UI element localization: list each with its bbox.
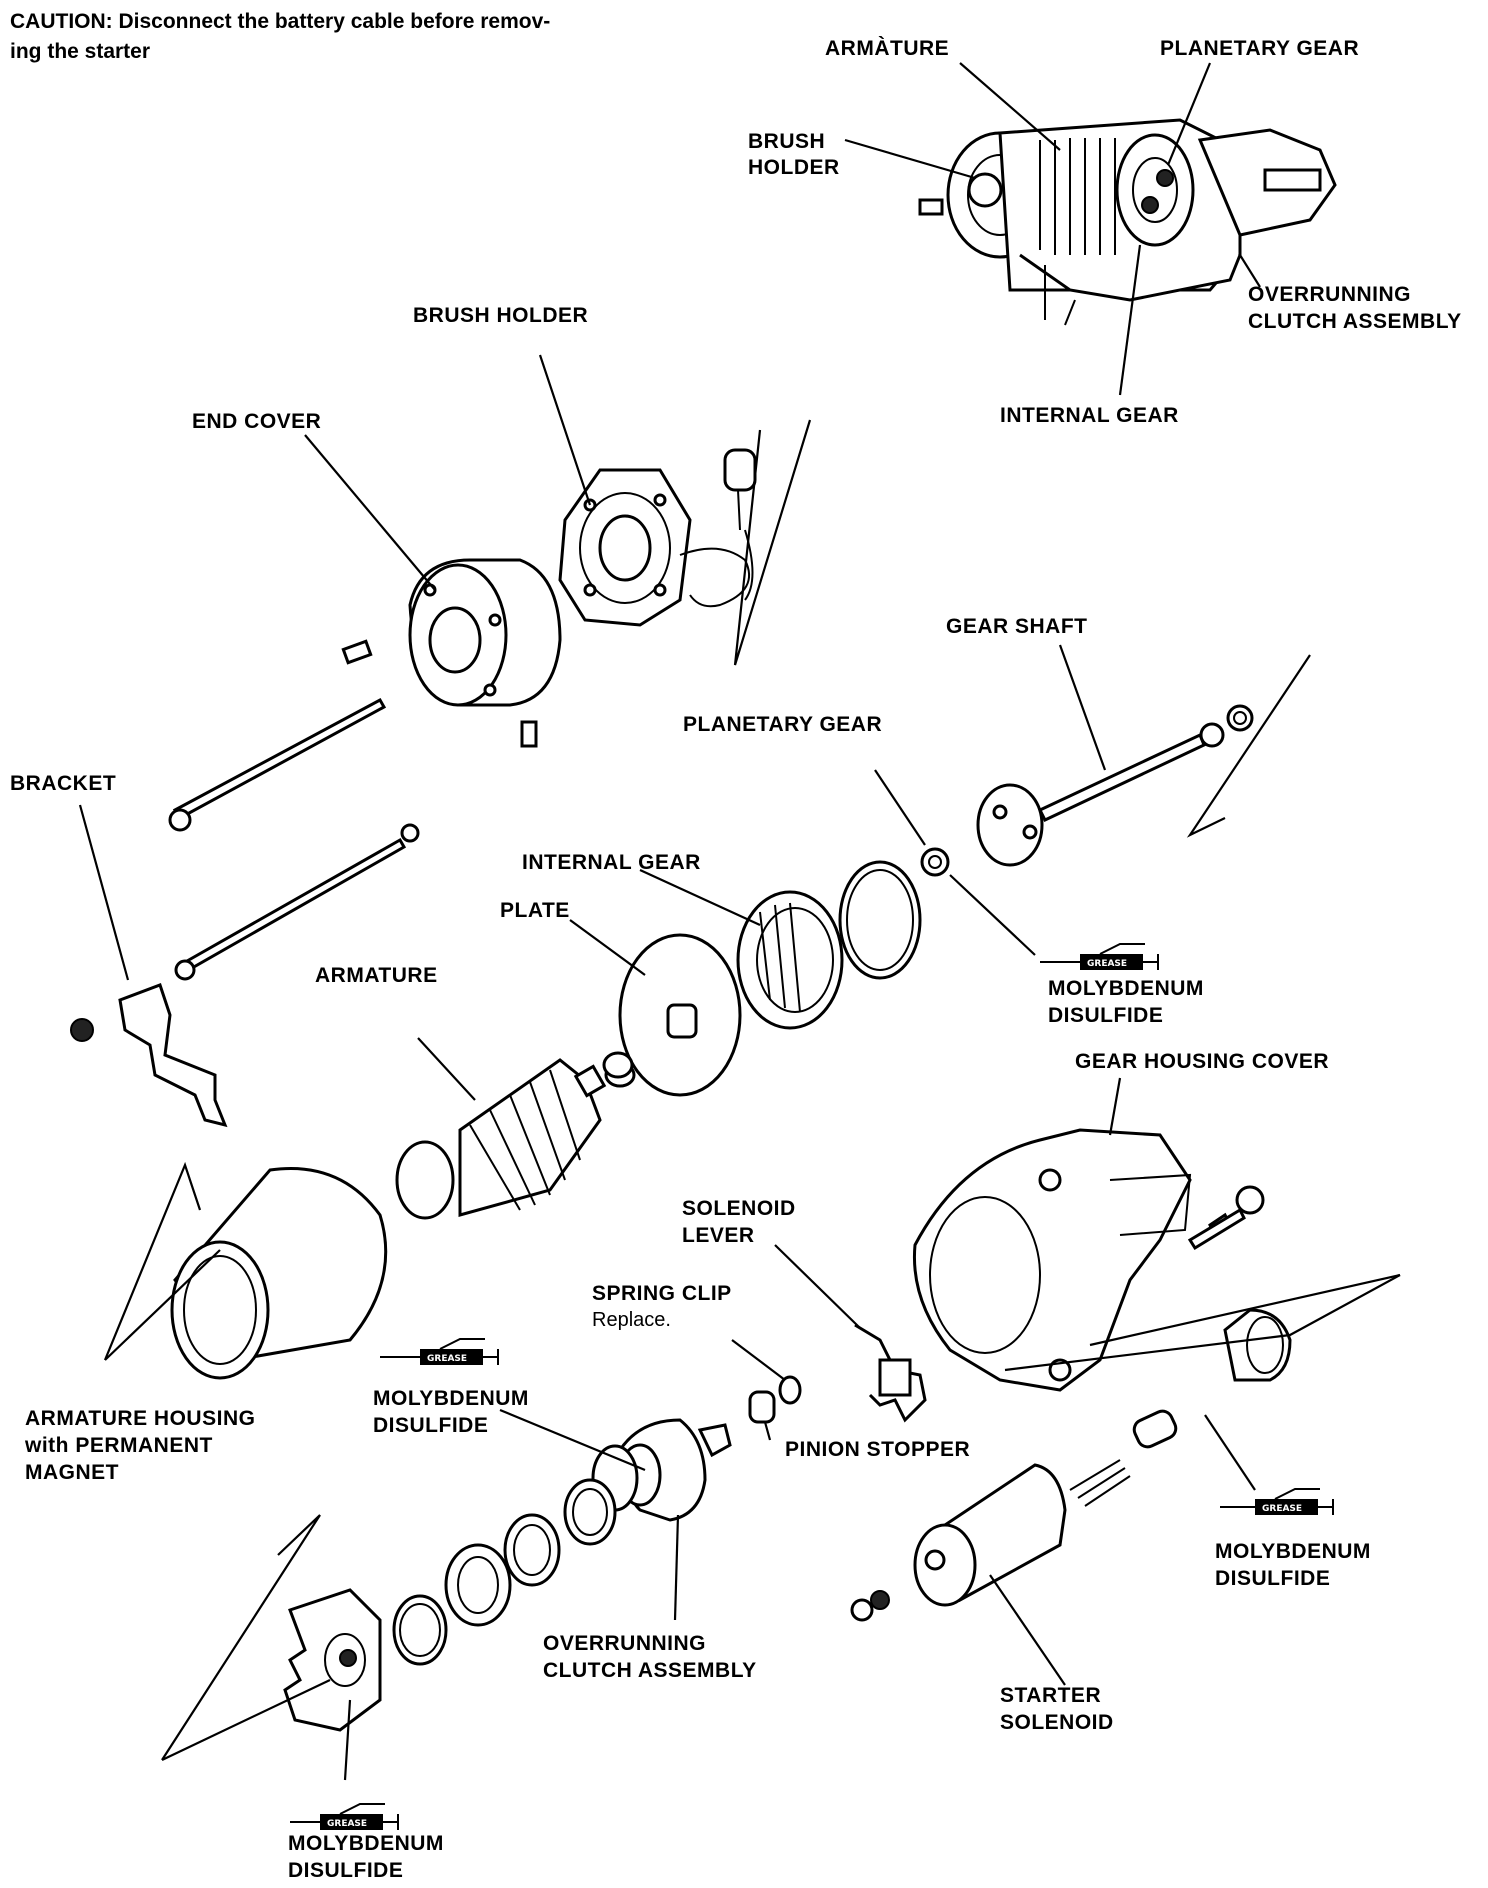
label-moly-3a: MOLYBDENUM bbox=[288, 1832, 444, 1855]
gear-shaft-part bbox=[976, 704, 1254, 867]
clutch-rings bbox=[392, 1478, 617, 1666]
label-armature-housing-2: with PERMANENT bbox=[24, 1434, 213, 1457]
label-starter-solenoid-2: SOLENOID bbox=[1000, 1711, 1114, 1734]
gear-housing-cover-part bbox=[912, 1128, 1265, 1392]
label-solenoid-lever-2: LEVER bbox=[682, 1224, 755, 1247]
label-spring-clip: SPRING CLIP bbox=[592, 1282, 732, 1305]
label-solenoid-lever-1: SOLENOID bbox=[682, 1197, 796, 1220]
label-brush-holder-top-1: BRUSH bbox=[748, 130, 825, 153]
label-end-cover: END COVER bbox=[192, 410, 321, 433]
label-overrunning-2: CLUTCH ASSEMBLY bbox=[543, 1659, 757, 1682]
gear-housing-part bbox=[283, 1588, 382, 1732]
grease-tube-text-4: GREASE bbox=[1262, 1504, 1302, 1514]
assembled-starter-drawing bbox=[918, 118, 1337, 326]
label-gear-shaft: GEAR SHAFT bbox=[946, 615, 1088, 638]
starter-solenoid-part bbox=[850, 1409, 1178, 1622]
label-internal-gear-top: INTERNAL GEAR bbox=[1000, 404, 1179, 427]
caution-line-2: ing the starter bbox=[10, 40, 150, 63]
label-armature-top: ARMÀTURE bbox=[825, 37, 949, 60]
end-cover-part bbox=[341, 558, 562, 748]
pinion-stopper-part bbox=[748, 1390, 776, 1424]
caution-line-1: CAUTION: Disconnect the battery cable be… bbox=[10, 10, 550, 33]
label-moly-2b: DISULFIDE bbox=[373, 1414, 488, 1437]
label-armature: ARMATURE bbox=[315, 964, 438, 987]
label-overrunning-top-2: CLUTCH ASSEMBLY bbox=[1248, 310, 1462, 333]
label-moly-2a: MOLYBDENUM bbox=[373, 1387, 529, 1410]
label-spring-clip-note: Replace. bbox=[592, 1309, 671, 1331]
grease-tube-text-2: GREASE bbox=[427, 1354, 467, 1364]
solenoid-lever-part bbox=[854, 1323, 927, 1423]
label-armature-housing-1: ARMATURE HOUSING bbox=[25, 1407, 255, 1430]
label-planetary-gear: PLANETARY GEAR bbox=[683, 713, 882, 736]
grease-tube-text-3: GREASE bbox=[327, 1819, 367, 1829]
grease-tube-text-1: GREASE bbox=[1087, 959, 1127, 969]
armature-part bbox=[395, 1051, 634, 1220]
label-armature-housing-3: MAGNET bbox=[25, 1461, 119, 1484]
grease-tube-icon-2: GREASE bbox=[380, 1338, 499, 1365]
label-overrunning-1: OVERRUNNING bbox=[543, 1632, 706, 1655]
spring-clip-part bbox=[778, 1375, 802, 1405]
solenoid-boot-part bbox=[1223, 1308, 1292, 1382]
label-pinion-stopper: PINION STOPPER bbox=[785, 1438, 970, 1461]
label-moly-3b: DISULFIDE bbox=[288, 1859, 403, 1882]
label-moly-1a: MOLYBDENUM bbox=[1048, 977, 1204, 1000]
grease-tube-icon-3: GREASE bbox=[290, 1803, 399, 1830]
label-plate: PLATE bbox=[500, 899, 570, 922]
bracket-part bbox=[70, 983, 228, 1128]
label-moly-4a: MOLYBDENUM bbox=[1215, 1540, 1371, 1563]
label-gear-housing-cover: GEAR HOUSING COVER bbox=[1075, 1050, 1329, 1073]
label-overrunning-top-1: OVERRUNNING bbox=[1248, 283, 1411, 306]
grease-tube-icon-1: GREASE bbox=[1040, 943, 1159, 970]
label-starter-solenoid-1: STARTER bbox=[1000, 1684, 1101, 1707]
label-internal-gear: INTERNAL GEAR bbox=[522, 851, 701, 874]
brush-holder-part bbox=[558, 448, 757, 627]
label-moly-4b: DISULFIDE bbox=[1215, 1567, 1330, 1590]
label-moly-1b: DISULFIDE bbox=[1048, 1004, 1163, 1027]
label-planetary-gear-top: PLANETARY GEAR bbox=[1160, 37, 1359, 60]
through-bolts bbox=[168, 697, 420, 981]
internal-gear-part bbox=[736, 860, 922, 1030]
label-brush-holder: BRUSH HOLDER bbox=[413, 304, 588, 327]
grease-tube-icon-4: GREASE bbox=[1220, 1488, 1334, 1515]
label-bracket: BRACKET bbox=[10, 772, 116, 795]
armature-housing-part bbox=[170, 1166, 388, 1380]
leader-lines bbox=[78, 62, 1401, 1781]
planetary-gear-part bbox=[920, 847, 950, 877]
label-brush-holder-top-2: HOLDER bbox=[748, 156, 840, 179]
